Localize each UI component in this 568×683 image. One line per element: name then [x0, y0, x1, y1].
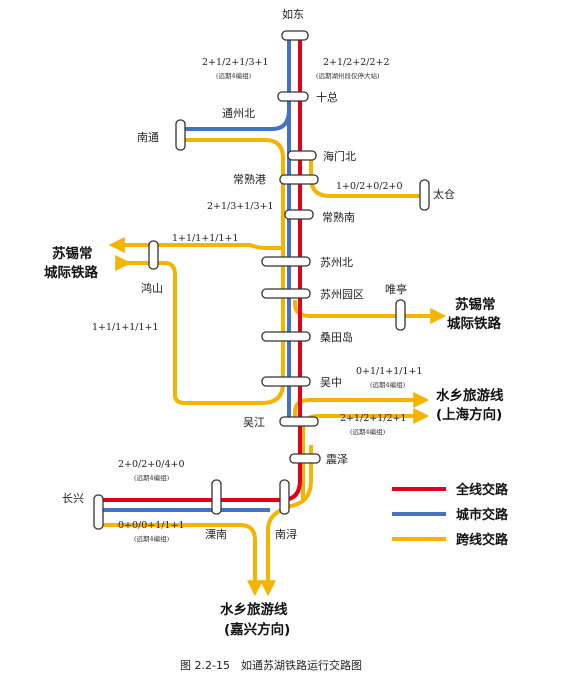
station-labels: 如东 十总 通州北 南通 海门北 常熟港 太仓 常熟南 鸿山 苏州北 苏州园区 …	[62, 7, 455, 541]
station-haimenbei: 海门北	[323, 149, 356, 163]
station-rudong: 如东	[282, 7, 304, 21]
note-7: 0+1/1+1/1+1	[356, 366, 423, 377]
figure-caption: 图 2.2-15 如通苏湖铁路运行交路图	[180, 658, 362, 672]
station-suzhouyuanqu-box[interactable]	[261, 288, 311, 299]
city-routes	[100, 38, 291, 512]
station-hongshan-box[interactable]	[148, 240, 159, 270]
route-nantong-yellow	[182, 138, 285, 350]
dest-sx-right-1: 水乡旅游线	[436, 387, 504, 404]
station-rudong-box[interactable]	[281, 30, 309, 41]
note-4: 2+1/3+1/3+1	[207, 201, 274, 212]
station-weiting-box[interactable]	[395, 299, 406, 331]
station-haimenbei-box[interactable]	[287, 150, 317, 161]
station-nantong: 南通	[137, 131, 159, 144]
station-sangtiandao: 桑田岛	[320, 330, 353, 344]
station-zhenze-box[interactable]	[289, 453, 321, 464]
dest-sx-bottom-1: 水乡旅游线	[220, 601, 288, 618]
note-10: 0+0/0+1/1+1	[118, 520, 185, 531]
station-suzhoubei: 苏州北	[320, 256, 353, 269]
station-changshugang: 常熟港	[233, 172, 266, 186]
station-hongshan: 鸿山	[141, 281, 163, 295]
station-changshugang-box[interactable]	[279, 174, 319, 185]
route-sxc-left-top	[108, 237, 283, 253]
note-9-sub: (远期4编组)	[134, 473, 170, 482]
station-weiting: 唯亭	[385, 282, 407, 296]
note-7-sub: (远期4编组)	[370, 380, 406, 389]
station-changshunan: 常熟南	[322, 210, 355, 224]
note-2: 2+1/2+2/2+2	[323, 57, 390, 68]
station-wuzhong: 吴中	[320, 376, 342, 389]
station-shizong-box[interactable]	[277, 91, 309, 102]
note-8: 2+1/2+1/2+1	[340, 413, 407, 424]
dest-sxc-right-2: 城际铁路	[447, 315, 501, 332]
dest-sx-bottom-2: (嘉兴方向)	[224, 621, 290, 638]
note-1-sub: (远期4编组)	[216, 71, 252, 80]
note-9: 2+0/2+0/4+0	[118, 459, 185, 470]
station-changxing-box[interactable]	[93, 494, 104, 530]
station-nanxun: 南浔	[275, 528, 297, 541]
station-nantong-box[interactable]	[175, 119, 186, 151]
note-6: 1+1/1+1/1+1	[92, 322, 159, 333]
dest-sx-right-2: (上海方向)	[436, 406, 502, 423]
station-shizong: 十总	[316, 90, 338, 104]
destinations: 苏锡常 城际铁路 苏锡常 城际铁路 水乡旅游线 (上海方向) 水乡旅游线 (嘉兴…	[44, 245, 504, 638]
station-suzhouyuanqu: 苏州园区	[320, 288, 364, 301]
note-3: 1+0/2+0/2+0	[336, 181, 403, 192]
note-10-sub: (远期4编组)	[134, 534, 170, 543]
legend: 全线交路 城市交路 跨线交路	[392, 482, 509, 548]
station-zhenze: 震泽	[326, 453, 348, 466]
route-sxc-left-loop	[115, 255, 285, 405]
legend-label-city: 城市交路	[456, 507, 509, 523]
station-taicang: 太仓	[433, 187, 455, 201]
station-sangtiandao-box[interactable]	[261, 331, 311, 342]
station-nanxun-box[interactable]	[279, 479, 290, 515]
dest-sxc-left-2: 城际铁路	[44, 264, 98, 281]
route-sxc-right	[293, 300, 447, 324]
station-tongzhoubei: 通州北	[222, 107, 255, 120]
station-yangnan-box[interactable]	[211, 479, 222, 515]
station-wujiang: 吴江	[243, 416, 265, 429]
note-8-sub: (远期4编组)	[350, 427, 386, 436]
route-sx-jiaxing-left	[100, 523, 263, 597]
station-yangnan: 溧南	[205, 527, 227, 541]
station-taicang-box[interactable]	[419, 179, 430, 211]
station-wuzhong-box[interactable]	[261, 376, 311, 387]
legend-label-full: 全线交路	[455, 482, 509, 498]
route-full-red	[100, 38, 302, 502]
service-notes: 2+1/2+1/3+1 (远期4编组) 2+1/2+2/2+2 (远期湖州段仅停…	[92, 57, 423, 543]
note-5: 1+1/1+1/1+1	[172, 233, 239, 244]
note-2-sub: (远期湖州段仅停大站)	[316, 71, 380, 80]
dest-sxc-right-1: 苏锡常	[455, 296, 496, 313]
station-changshunan-box[interactable]	[284, 209, 314, 220]
station-suzhoubei-box[interactable]	[261, 256, 311, 267]
full-line-route	[100, 38, 302, 502]
note-1: 2+1/2+1/3+1	[202, 57, 269, 68]
dest-sxc-left-1: 苏锡常	[52, 245, 93, 262]
legend-label-cross: 跨线交路	[456, 532, 509, 548]
stations	[93, 30, 430, 530]
station-wujiang-box[interactable]	[279, 416, 319, 427]
station-changxing: 长兴	[62, 492, 84, 505]
